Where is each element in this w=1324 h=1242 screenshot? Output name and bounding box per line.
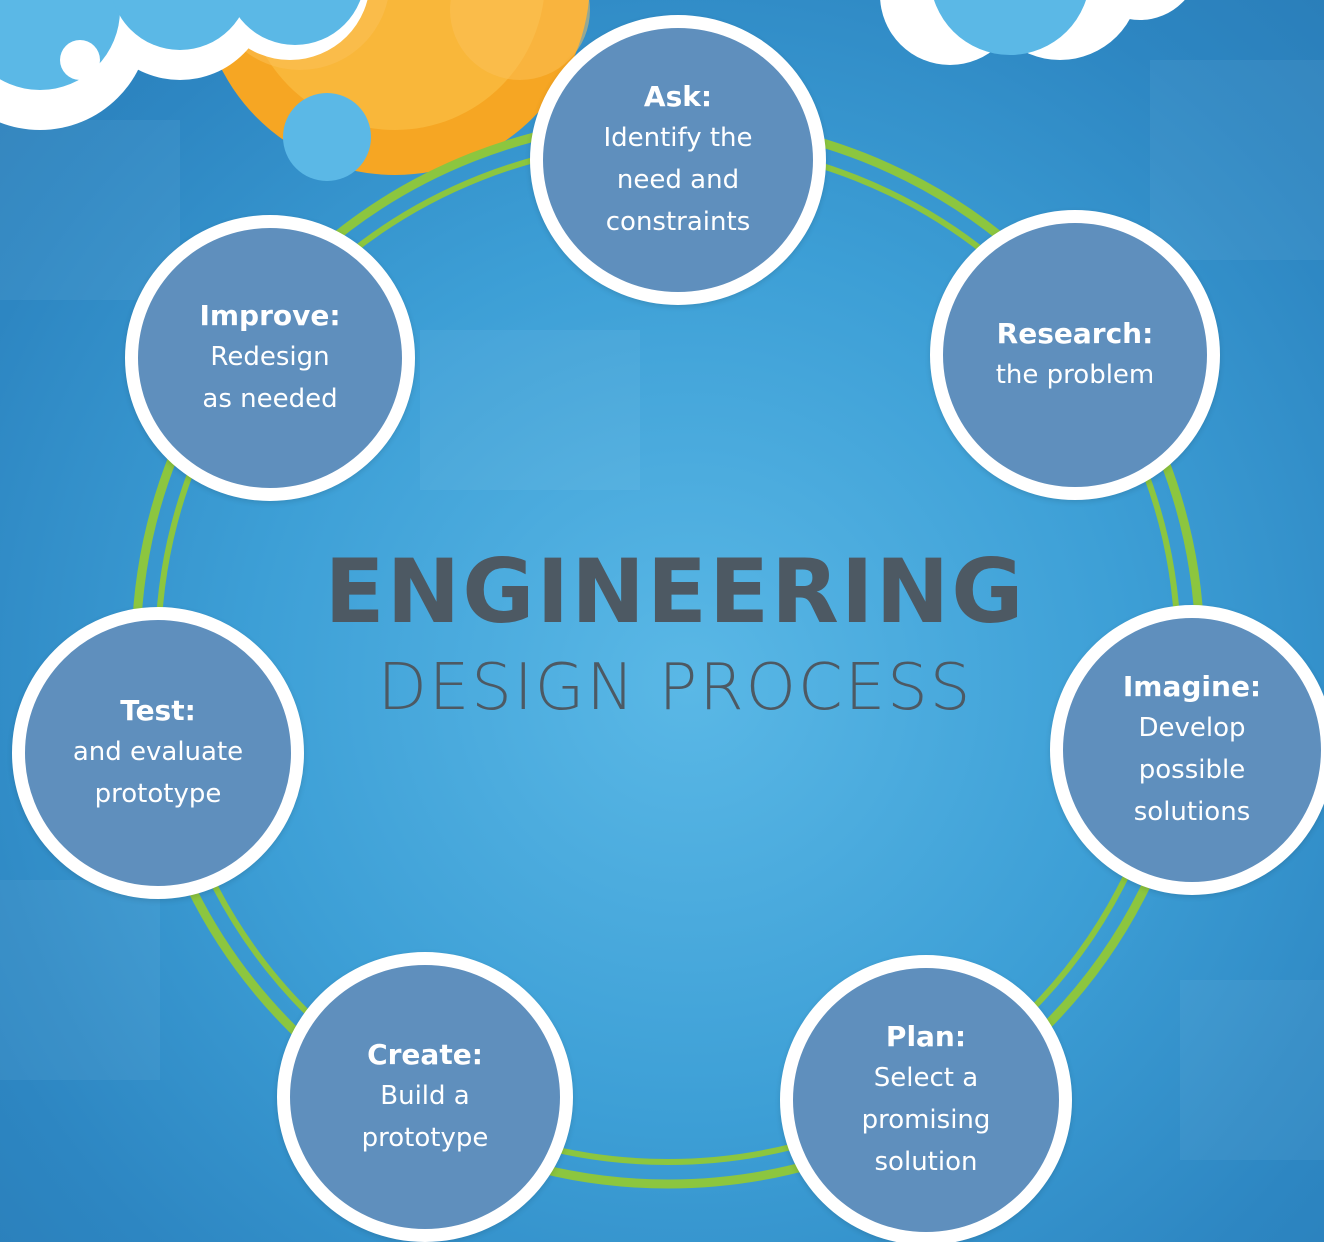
background-tile	[1150, 60, 1324, 260]
step-ask-description: Identify the need and constraints	[603, 123, 753, 237]
step-research-title: Research:	[996, 317, 1154, 350]
step-plan: Plan: Select a promising solution	[780, 955, 1072, 1242]
step-test: Test: and evaluate prototype	[12, 607, 304, 899]
step-improve-description: Redesign as needed	[202, 342, 338, 414]
step-improve: Improve: Redesign as needed	[125, 215, 415, 501]
diagram-title: ENGINEERING DESIGN PROCESS	[300, 540, 1050, 725]
step-improve-title: Improve:	[199, 299, 341, 332]
background-tile	[1180, 980, 1324, 1160]
step-plan-title: Plan:	[885, 1020, 967, 1053]
title-subtitle: DESIGN PROCESS	[377, 651, 973, 725]
step-imagine-description: Develop possible solutions	[1133, 713, 1251, 827]
step-imagine: Imagine: Develop possible solutions	[1050, 605, 1324, 895]
step-ask: Ask: Identify the need and constraints	[530, 15, 826, 305]
cloud-icon	[880, 0, 1185, 65]
step-test-title: Test:	[120, 694, 196, 727]
step-research-description: the problem	[995, 360, 1155, 390]
step-create-title: Create:	[367, 1038, 483, 1071]
step-test-description: and evaluate prototype	[72, 737, 244, 809]
title-main: ENGINEERING	[324, 540, 1026, 643]
step-create: Create: Build a prototype	[277, 952, 573, 1242]
background-tile	[0, 880, 160, 1080]
step-plan-description: Select a promising solution	[861, 1063, 991, 1177]
background-tile	[0, 120, 180, 300]
background-tile	[420, 330, 640, 490]
step-research: Research: the problem	[930, 210, 1220, 500]
step-imagine-title: Imagine:	[1122, 670, 1262, 703]
cloud-icon	[0, 0, 371, 181]
step-create-description: Build a prototype	[361, 1081, 489, 1153]
step-ask-title: Ask:	[643, 80, 713, 113]
